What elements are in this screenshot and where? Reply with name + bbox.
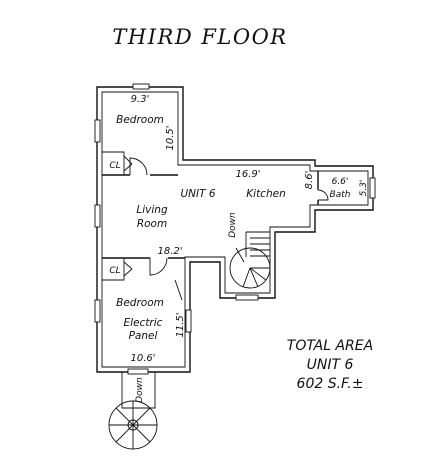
dim-living-width: 18.2' (157, 246, 182, 257)
room-label-kitchen: Kitchen (246, 188, 285, 200)
closet-label-bottom: CL (109, 266, 120, 276)
exterior-stair (108, 372, 158, 450)
total-area-line1: TOTAL AREA (287, 338, 373, 354)
doors (123, 155, 329, 301)
room-label-living-line2: Room (137, 218, 167, 230)
interior-stair-down-label: Down (228, 212, 238, 238)
dim-bedroom-top-depth: 10.5' (165, 125, 176, 150)
exterior-stair-down-label: Down (135, 377, 145, 403)
windows (94, 83, 376, 375)
unit-label: UNIT 6 (180, 188, 215, 200)
interior-stair (229, 231, 271, 289)
total-area-line3: 602 S.F.± (297, 376, 364, 392)
room-label-living-line1: Living (136, 204, 168, 216)
total-area-line2: UNIT 6 (307, 357, 354, 373)
electric-panel-label-line2: Panel (129, 330, 158, 342)
floor-title: THIRD FLOOR (112, 25, 287, 49)
electric-panel-label-line1: Electric (124, 317, 163, 329)
closet-label-top: CL (109, 161, 120, 171)
dim-bath-width: 6.6' (332, 177, 349, 187)
interior-walls (102, 151, 319, 281)
room-label-bath: Bath (330, 190, 351, 200)
dim-bedroom-top-width: 9.3' (131, 94, 150, 105)
room-label-bedroom-bottom: Bedroom (116, 297, 164, 309)
dim-bedroom-bottom-width: 10.6' (130, 353, 155, 364)
exterior-walls (96, 86, 374, 373)
dim-kitchen-width: 16.9' (235, 169, 260, 180)
dim-kitchen-depth: 8.6' (304, 171, 315, 190)
room-label-bedroom-top: Bedroom (116, 114, 164, 126)
dim-bedroom-bottom-depth: 11.5' (175, 312, 186, 337)
dim-bath-depth: 5.3' (359, 180, 369, 197)
